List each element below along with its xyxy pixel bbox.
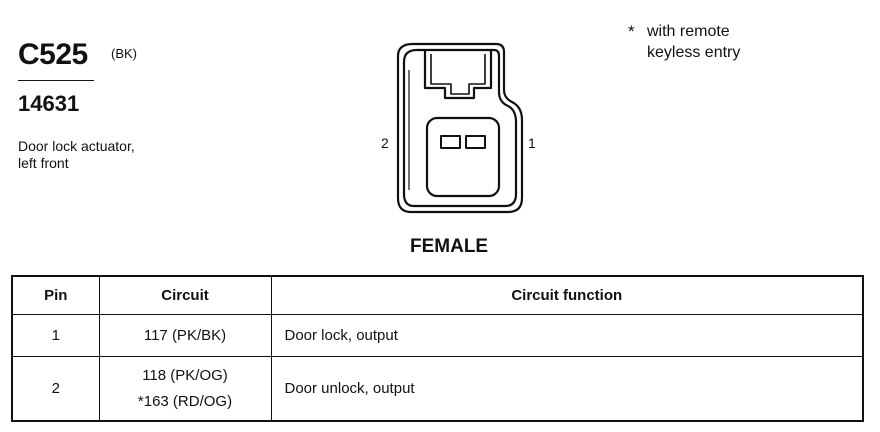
circuit-value: *163 (RD/OG)	[137, 392, 233, 410]
footnote-marker: *	[628, 22, 635, 41]
header-pin: Pin	[11, 275, 100, 315]
pin-label-1: 1	[528, 135, 536, 151]
connector-outer-shell	[396, 42, 524, 214]
header-function: Circuit function	[270, 275, 864, 315]
circuit-value: 117 (PK/BK)	[143, 326, 227, 344]
cell-circuit: 117 (PK/BK)	[98, 314, 272, 357]
table-row: 2 118 (PK/OG) *163 (RD/OG) Door unlock, …	[11, 356, 864, 422]
terminal-cavity	[425, 116, 501, 198]
footnote-text: with remote keyless entry	[647, 21, 740, 63]
pin-label-2: 2	[381, 135, 389, 151]
footnote-line-2: keyless entry	[647, 44, 741, 61]
connector-face-diagram	[396, 42, 524, 214]
connector-id: C525	[18, 38, 88, 71]
pin-2-cavity	[440, 135, 461, 149]
connector-inner-shell	[402, 48, 518, 208]
cell-circuit: 118 (PK/OG) *163 (RD/OG)	[98, 356, 272, 422]
cell-function: Door unlock, output	[270, 356, 864, 422]
connector-description: Door lock actuator, left front	[18, 138, 135, 172]
pin-1-cavity	[465, 135, 486, 149]
cell-pin: 2	[11, 356, 100, 422]
description-line-1: Door lock actuator,	[18, 138, 135, 154]
description-line-2: left front	[18, 155, 69, 171]
footnote-line-1: with remote	[647, 23, 730, 40]
part-number: 14631	[18, 91, 80, 116]
latch-housing	[423, 50, 493, 100]
circuit-value: 118 (PK/OG)	[142, 366, 228, 384]
cell-function: Door lock, output	[270, 314, 864, 357]
cell-pin: 1	[11, 314, 100, 357]
title-divider	[18, 80, 94, 81]
header-circuit: Circuit	[98, 275, 272, 315]
table-row: 1 117 (PK/BK) Door lock, output	[11, 314, 864, 357]
latch-inner	[430, 54, 486, 95]
pinout-table: Pin Circuit Circuit function 1 117 (PK/B…	[11, 275, 864, 422]
connector-color-code: (BK)	[111, 46, 137, 61]
table-header-row: Pin Circuit Circuit function	[11, 275, 864, 315]
connector-gender-label: FEMALE	[410, 236, 489, 257]
